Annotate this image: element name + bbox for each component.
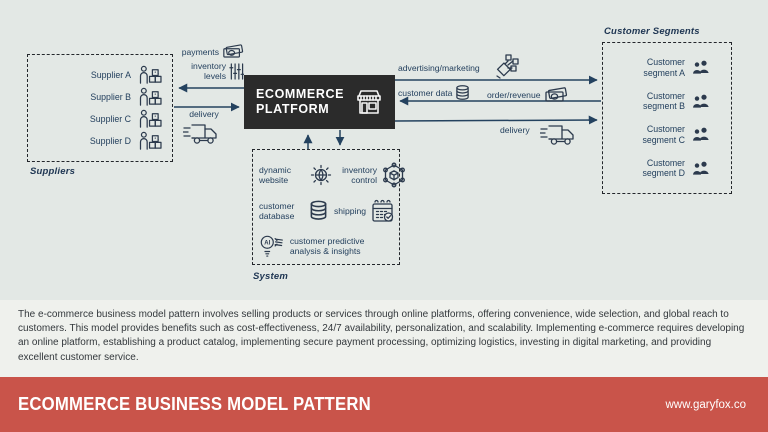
system-item-label: customer database bbox=[259, 200, 295, 221]
supplier-icon bbox=[139, 109, 162, 128]
flow-customer-data: customer data bbox=[398, 85, 470, 100]
customer-segment-label: Customer segment C bbox=[642, 124, 685, 145]
list-item: Customer segment A bbox=[613, 57, 721, 78]
ai-insights-icon: AI bbox=[260, 235, 283, 257]
suppliers-title: Suppliers bbox=[30, 166, 76, 177]
delivery-truck-icon bbox=[540, 125, 574, 145]
dynamic-website-icon bbox=[310, 164, 332, 186]
supplier-icon bbox=[139, 65, 162, 84]
list-item: Supplier D bbox=[42, 131, 162, 151]
system-item-label: customer predictive analysis & insights bbox=[289, 235, 365, 256]
ecommerce-platform-box: ECOMMERCE PLATFORM bbox=[244, 75, 395, 129]
supplier-icon bbox=[139, 87, 162, 106]
flow-label: delivery bbox=[500, 125, 530, 135]
suppliers-box: Supplier A Supplier B Supplier C Supplie… bbox=[27, 54, 173, 162]
system-row: customer database shipping bbox=[259, 198, 394, 224]
description-text: The e-commerce business model pattern in… bbox=[18, 309, 745, 363]
people-icon bbox=[693, 94, 709, 108]
platform-label: ECOMMERCE PLATFORM bbox=[256, 87, 345, 116]
supplier-label: Supplier C bbox=[89, 114, 131, 124]
flow-customer-delivery: delivery bbox=[500, 125, 530, 135]
marketing-megaphone-icon bbox=[496, 54, 519, 79]
list-item: Customer segment B bbox=[613, 91, 721, 112]
supplier-label: Supplier A bbox=[90, 70, 131, 80]
flow-label: advertising/marketing bbox=[398, 63, 480, 73]
customer-segment-label: Customer segment A bbox=[643, 57, 685, 78]
description-background bbox=[0, 300, 768, 377]
flow-advertising: advertising/marketing bbox=[398, 63, 480, 73]
flow-order-revenue: order/revenue bbox=[487, 86, 568, 104]
customer-segment-label: Customer segment B bbox=[642, 90, 685, 112]
svg-text:AI: AI bbox=[264, 241, 270, 247]
database-icon bbox=[310, 200, 327, 220]
money-icon bbox=[544, 87, 567, 102]
system-item-label: dynamic website bbox=[259, 165, 291, 185]
supplier-icon bbox=[139, 131, 162, 150]
system-row: AI customer predictive analysis & insigh… bbox=[259, 233, 393, 258]
flow-label: order/revenue bbox=[487, 90, 541, 100]
flow-inventory-levels: inventory levels bbox=[168, 61, 244, 81]
levels-icon bbox=[229, 62, 244, 80]
supplier-label: Supplier B bbox=[90, 92, 131, 102]
footer-bar bbox=[0, 377, 768, 432]
flow-supplier-delivery: delivery bbox=[178, 109, 230, 119]
shipping-schedule-icon bbox=[372, 199, 394, 222]
list-item: Customer segment D bbox=[613, 158, 721, 179]
customer-segment-label: Customer segment D bbox=[642, 157, 685, 179]
page-title: ECOMMERCE BUSINESS MODEL PATTERN bbox=[18, 394, 371, 414]
diagram-background bbox=[0, 0, 768, 300]
website-link[interactable]: www.garyfox.co bbox=[665, 399, 746, 411]
list-item: Supplier A bbox=[42, 65, 162, 85]
system-box: dynamic website inventory control custom… bbox=[252, 149, 405, 265]
people-icon bbox=[693, 161, 709, 175]
delivery-truck-icon bbox=[183, 124, 217, 144]
flow-label: payments bbox=[181, 46, 219, 57]
list-item: Supplier B bbox=[42, 87, 162, 107]
storefront-icon bbox=[357, 90, 381, 114]
system-item-label: inventory control bbox=[342, 165, 377, 185]
flow-label: delivery bbox=[189, 109, 219, 119]
list-item: Customer segment C bbox=[613, 124, 721, 145]
inventory-control-icon bbox=[383, 162, 405, 188]
customer-segments-box: Customer segment A Customer segment B Cu… bbox=[602, 42, 732, 194]
money-icon bbox=[223, 44, 244, 58]
flow-label: customer data bbox=[398, 87, 453, 98]
customer-segments-title: Customer Segments bbox=[604, 26, 700, 37]
system-item-label: shipping bbox=[333, 205, 366, 216]
flow-payments: payments bbox=[168, 43, 244, 60]
flow-label: inventory levels bbox=[191, 61, 226, 81]
database-icon bbox=[456, 85, 470, 100]
supplier-label: Supplier D bbox=[89, 136, 131, 146]
people-icon bbox=[693, 60, 709, 74]
list-item: Supplier C bbox=[42, 109, 162, 129]
people-icon bbox=[693, 127, 709, 141]
system-row: dynamic website inventory control bbox=[259, 162, 405, 188]
system-title: System bbox=[253, 271, 288, 282]
